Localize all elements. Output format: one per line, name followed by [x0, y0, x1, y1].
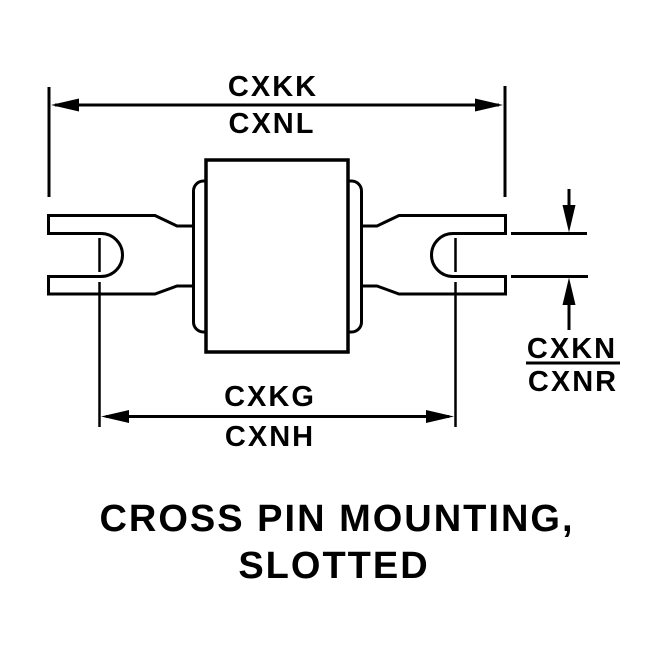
slot-width-label-secondary: CXNR — [528, 366, 618, 398]
slot-width-label-primary: CXKN — [527, 333, 617, 365]
overall-length-label-primary: CXKK — [228, 71, 318, 103]
diagram-title-line1: CROSS PIN MOUNTING, — [99, 498, 574, 540]
terminal-right-slotted — [354, 214, 507, 296]
slot-width-dimension: CXKN CXNR — [511, 189, 620, 398]
pin-spacing-dimension: CXKG CXNH — [101, 381, 454, 453]
overall-length-arrowhead-left — [51, 98, 79, 112]
pin-spacing-label-primary: CXKG — [224, 381, 316, 413]
diagram-title-line2: SLOTTED — [238, 545, 429, 587]
overall-length-arrowhead-right — [475, 98, 503, 112]
slot-width-arrowhead-down — [562, 205, 576, 233]
slot-width-arrowhead-up — [562, 277, 576, 305]
overall-length-label-secondary: CXNL — [229, 108, 316, 140]
pin-spacing-arrowhead-right — [426, 410, 454, 423]
overall-length-dimension: CXKK CXNL — [47, 71, 507, 197]
pin-spacing-arrowhead-left — [101, 410, 129, 423]
terminal-left-slotted — [47, 214, 200, 296]
fuse-body — [204, 158, 350, 354]
pin-spacing-label-secondary: CXNH — [225, 421, 315, 453]
diagram-title: CROSS PIN MOUNTING, SLOTTED — [99, 498, 574, 587]
fuse-outline — [47, 158, 507, 354]
